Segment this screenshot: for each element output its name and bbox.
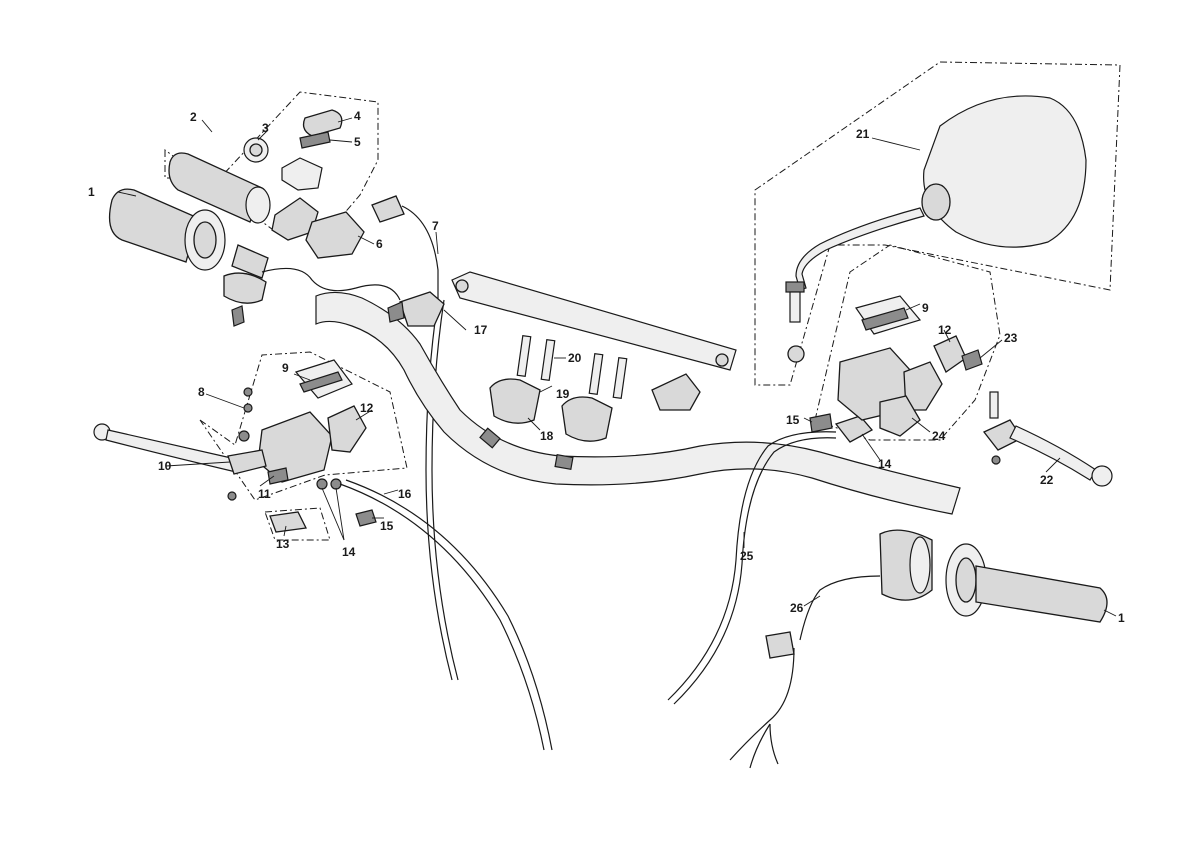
right-cable-25: [667, 413, 874, 705]
callout-21: 21: [856, 127, 870, 141]
group-outline-right-master: [814, 244, 1001, 441]
callout-17: 17: [474, 323, 488, 337]
group-outline-mirror: [754, 61, 1121, 386]
group-outline-switch-13: [264, 507, 331, 541]
callout-22: 22: [1040, 473, 1054, 487]
cross-brace: [451, 271, 737, 371]
callout-9-right: 9: [922, 301, 929, 315]
left-grip: [108, 188, 226, 271]
callout-14-left: 14: [342, 545, 356, 559]
right-grip: [945, 543, 1108, 623]
leader-lines: [117, 117, 1117, 617]
mirror: [785, 95, 1087, 363]
group-outline-left-master: [199, 351, 408, 501]
callout-3: 3: [262, 121, 269, 135]
cable-7: [371, 195, 459, 681]
throttle-assembly: [168, 109, 401, 327]
callout-10: 10: [158, 459, 172, 473]
callout-5: 5: [354, 135, 361, 149]
callout-11: 11: [258, 487, 271, 501]
callout-19: 19: [556, 387, 570, 401]
top-clamps: [489, 334, 701, 442]
right-master-cylinder: [837, 295, 999, 437]
callout-12-right: 12: [938, 323, 952, 337]
callout-26: 26: [790, 601, 804, 615]
callout-13: 13: [276, 537, 290, 551]
callout-labels: 1 2 3 4 5 6 7 8 9 10 11 12 13 14 15 16 1…: [88, 109, 1125, 625]
callout-15-right: 15: [786, 413, 800, 427]
callout-6: 6: [376, 237, 383, 251]
callout-20: 20: [568, 351, 582, 365]
callout-4: 4: [354, 109, 361, 123]
callout-15-left: 15: [380, 519, 394, 533]
left-master-cylinder: [238, 359, 553, 751]
callout-7: 7: [432, 219, 439, 233]
callout-24: 24: [932, 429, 946, 443]
clamp-bracket-17: [387, 291, 445, 327]
right-switch-housing: [729, 529, 933, 769]
callout-8: 8: [198, 385, 205, 399]
callout-23: 23: [1004, 331, 1018, 345]
callout-18: 18: [540, 429, 554, 443]
callout-1-left: 1: [88, 185, 95, 199]
callout-12-left: 12: [360, 401, 374, 415]
callout-2: 2: [190, 110, 197, 124]
callout-14-right: 14: [878, 457, 892, 471]
callout-9-left: 9: [282, 361, 289, 375]
callout-25: 25: [740, 549, 754, 563]
right-brake-lever: [982, 419, 1113, 487]
left-brake-lever: [93, 423, 267, 501]
handlebar: [315, 291, 961, 515]
callout-16: 16: [398, 487, 412, 501]
callout-1-right: 1: [1118, 611, 1125, 625]
